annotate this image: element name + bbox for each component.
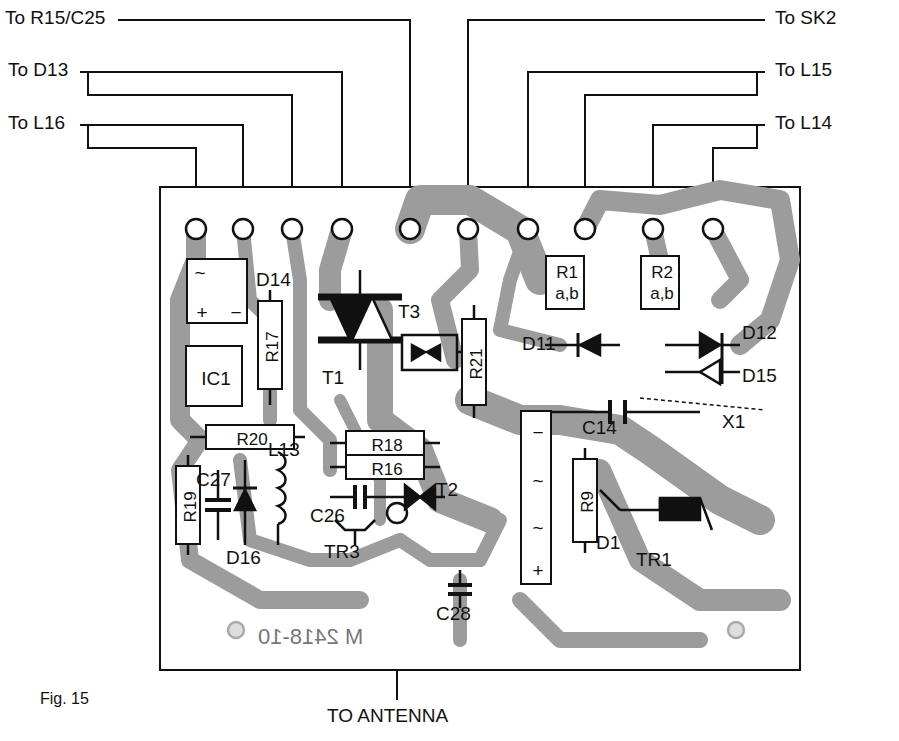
component-label: − bbox=[230, 303, 241, 322]
part-label: T3 bbox=[398, 302, 420, 323]
component-label: a,b bbox=[555, 285, 579, 302]
component-label: R1 bbox=[556, 264, 578, 281]
component-label: IC1 bbox=[201, 369, 231, 388]
part-label: C27 bbox=[196, 470, 231, 491]
component-label: + bbox=[532, 561, 543, 580]
copper-traces bbox=[180, 190, 790, 640]
part-label: TO ANTENNA bbox=[327, 706, 448, 727]
connection-label: To L16 bbox=[8, 113, 65, 134]
ic-box: IC1 bbox=[185, 345, 243, 407]
figure-caption: Fig. 15 bbox=[40, 690, 89, 708]
resistor-symbol: R16 bbox=[345, 454, 425, 480]
part-label: TR1 bbox=[636, 550, 672, 571]
component-label: + bbox=[196, 303, 207, 322]
part-label: X1 bbox=[722, 412, 745, 433]
component-symbols bbox=[188, 270, 765, 608]
part-label: C14 bbox=[582, 418, 617, 439]
part-label: TR3 bbox=[324, 542, 360, 563]
resistor-pair-box: R1 a,b bbox=[545, 255, 585, 310]
component-label: R20 bbox=[236, 431, 267, 448]
board-marking: M 2418-10 bbox=[258, 625, 363, 649]
component-label: R16 bbox=[371, 461, 402, 478]
connection-label: To R15/C25 bbox=[5, 8, 105, 29]
component-label: R17 bbox=[264, 331, 281, 362]
part-label: C28 bbox=[436, 604, 471, 625]
component-label: R2 bbox=[651, 264, 673, 281]
connection-label: To L15 bbox=[775, 60, 832, 81]
board-outline bbox=[160, 187, 800, 670]
component-label: R9 bbox=[579, 491, 596, 513]
bridge-rectifier-box: ~ + − bbox=[186, 258, 248, 324]
resistor-symbol: R9 bbox=[572, 458, 598, 543]
component-label: R18 bbox=[371, 437, 402, 454]
part-label: D15 bbox=[742, 366, 777, 387]
connection-label: To SK2 bbox=[775, 8, 836, 29]
part-label: C26 bbox=[310, 506, 345, 527]
resistor-symbol: R18 bbox=[345, 430, 425, 456]
connection-label: To D13 bbox=[8, 60, 68, 81]
resistor-pair-box: R2 a,b bbox=[640, 255, 680, 310]
component-label: ~ bbox=[532, 518, 543, 537]
component-label: a,b bbox=[650, 285, 674, 302]
part-label: D1 bbox=[596, 533, 620, 554]
part-label: D16 bbox=[226, 548, 261, 569]
resistor-symbol: R17 bbox=[257, 300, 283, 390]
part-label: T2 bbox=[436, 480, 458, 501]
connection-label: To L14 bbox=[775, 113, 832, 134]
component-label: ~ bbox=[532, 471, 543, 490]
component-label: R19 bbox=[182, 491, 199, 522]
resistor-symbol: R21 bbox=[461, 318, 487, 406]
part-label: L13 bbox=[268, 440, 300, 461]
bridge-rectifier-box: − ~ ~ + bbox=[520, 410, 552, 585]
solder-pads bbox=[186, 219, 744, 638]
part-label: D11 bbox=[522, 334, 555, 355]
part-label: T1 bbox=[322, 368, 344, 389]
part-label: D14 bbox=[256, 270, 291, 291]
component-label: − bbox=[532, 423, 543, 442]
component-label: R21 bbox=[468, 348, 485, 379]
part-label: D12 bbox=[742, 323, 777, 344]
component-label: ~ bbox=[194, 263, 205, 282]
